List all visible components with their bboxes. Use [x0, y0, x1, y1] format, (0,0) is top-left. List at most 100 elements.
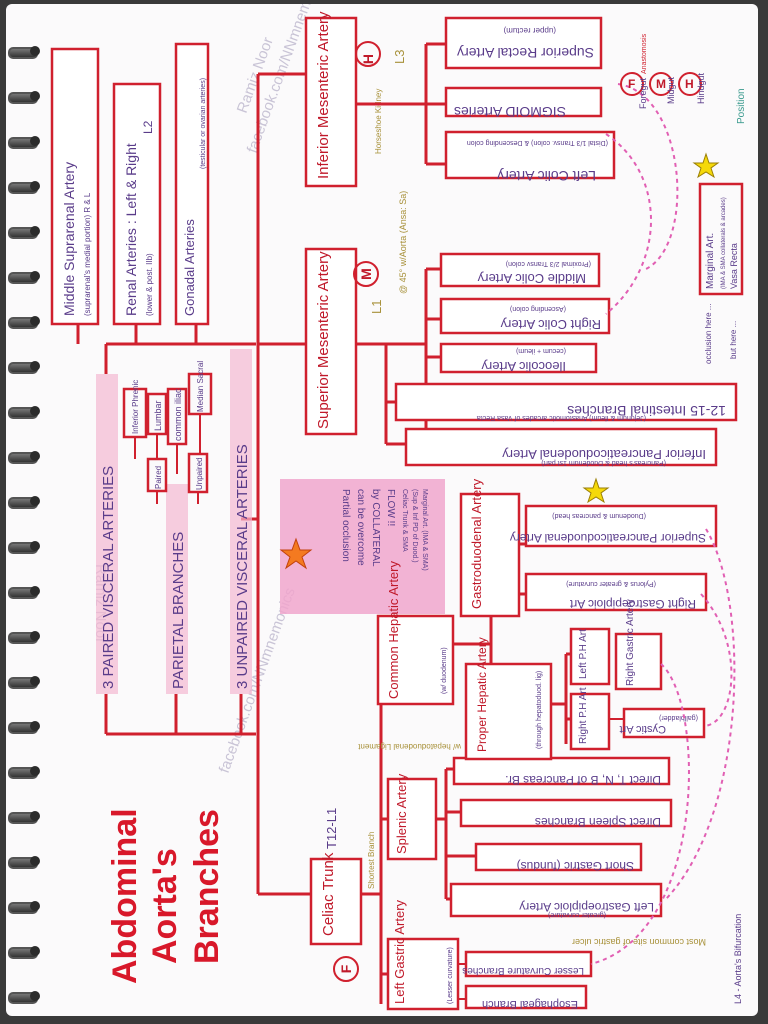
binding-ring	[8, 719, 48, 734]
celiac-name: Celiac Trunk	[320, 852, 337, 936]
renal-box	[112, 82, 162, 326]
left-gastric-box	[386, 937, 460, 1011]
renal-note: (lower & post. IIb)	[145, 253, 154, 316]
group-parietal: PARIETAL BRANCHES	[170, 532, 187, 689]
left-colic-box	[444, 130, 616, 180]
binding-ring	[8, 449, 48, 464]
middle-colic-box	[439, 252, 601, 288]
horseshoe-note: Horseshoe Kidney	[374, 89, 383, 154]
group-unpaired: 3 UNPAIRED VISCERAL ARTERIES	[234, 444, 251, 689]
right-colic-name: Right Colic Artery	[500, 317, 601, 332]
legend-m-circle	[649, 72, 673, 96]
middle-colic-name: Middle Colic Artery	[477, 271, 586, 286]
superior-pd-name: Superior Pancreaticoduodenal Artery	[510, 531, 706, 545]
intestinal-box	[394, 382, 738, 422]
left-gastroepiploic-box	[449, 882, 663, 918]
direct-spleen-box	[459, 798, 673, 828]
cystic-name: Cystic Art	[620, 723, 666, 735]
intestinal-note: (Jejunum & Ileum) Anastomotic arcades of…	[477, 414, 646, 421]
left-colic-name: Left Colic Artery	[497, 168, 596, 184]
binding-ring	[8, 314, 48, 329]
binding-ring	[8, 134, 48, 149]
middle-suprarenal-name: Middle Suprarenal Artery	[61, 162, 77, 316]
ileocolic-note: (cecum + ileum)	[516, 347, 566, 354]
sma-badge: M	[358, 268, 374, 280]
right-ph-name: Right P.H Art	[578, 687, 589, 744]
direct-tnb-box	[452, 756, 671, 786]
right-gastric-name: Right Gastric Artery	[625, 599, 636, 686]
group-stems	[104, 694, 243, 734]
hepatoduodenal-note: w/ hepatoduodenal Ligament	[357, 742, 462, 751]
legend-hindgut: Hindgut	[696, 72, 706, 104]
binding-ring	[8, 854, 48, 869]
binding-ring	[8, 539, 48, 554]
superior-rectal-note: (upper rectum)	[503, 26, 556, 35]
sma-note: @ 45° w/Aorta (Ansa: Sa)	[398, 191, 408, 294]
paired-stems	[76, 324, 198, 344]
inferior-pd-note: (Pancreas's head & Duodenum 1st part)	[541, 459, 666, 466]
binding-ring	[8, 89, 48, 104]
lesser-curvature-box	[464, 950, 593, 978]
parietal-bar	[166, 484, 188, 694]
sma-box	[304, 247, 358, 436]
sigmoid-name: SIGMOID Arteries	[454, 104, 566, 120]
anastomosis-loop-1	[605, 133, 652, 315]
binding-ring	[8, 764, 48, 779]
renal-level: L2	[141, 120, 155, 134]
notebook-page: .box{fill:none;stroke:#d0202e;stroke-wid…	[6, 4, 758, 1016]
ima-name: Inferior Mesenteric Artery	[315, 11, 332, 179]
right-colic-note: (Ascending colon)	[510, 305, 566, 312]
gastroduodenal-name: Gastroduodenal Artery	[469, 478, 484, 609]
anastomosis-loop-4	[665, 528, 736, 900]
title-line-2: Aorta's	[146, 848, 184, 964]
ima-branch-lines	[356, 42, 446, 166]
median-sacral: Median Sacral	[196, 361, 205, 412]
left-gastric-note: (Lesser curvature)	[447, 947, 454, 1004]
binding-ring	[8, 584, 48, 599]
anastomosis-loop-3	[700, 593, 733, 727]
legend-f-circle	[620, 72, 644, 96]
right-colic-box	[439, 297, 611, 335]
left-ph-box	[569, 627, 611, 686]
cystic-note: (gallbladder)	[659, 714, 698, 721]
splenic-name: Splenic Artery	[394, 773, 409, 854]
legend-anastomosis: Anastomosis	[641, 33, 648, 74]
collateral-1: Partial occlusion	[340, 489, 351, 562]
ileocolic-name: Ileocolic Artery	[481, 359, 566, 374]
legend-occlusion: occlusion here ...	[704, 304, 713, 364]
legend-bifurcation: L4 - Aorta's Bifurcation	[733, 914, 743, 1004]
common-iliac: common iliac	[173, 388, 183, 441]
star-icon	[279, 537, 313, 570]
proper-hepatic-box	[464, 662, 553, 761]
common-hepatic-lines	[453, 616, 493, 664]
sma-badge-circle	[353, 261, 379, 287]
group-paired: 3 PAIRED VISCERAL ARTERIES	[100, 466, 117, 689]
inferior-phrenic: Inferior Phrenic	[131, 380, 140, 434]
legend-f-letter: F	[628, 77, 635, 91]
parietal-unpaired: Unpaired	[195, 458, 204, 490]
gonadal-note: (testicular or ovarian arteries)	[200, 78, 207, 169]
left-gastric-links	[458, 963, 466, 1000]
right-gastroepiploic-name: Right Gastroepiploic Art	[569, 597, 696, 611]
unpaired-bar	[230, 349, 252, 694]
unpaired-branches	[258, 72, 311, 896]
collateral-note-bg	[280, 479, 445, 614]
binding-ring	[8, 494, 48, 509]
left-ph-name: Left P.H Art	[578, 629, 589, 679]
title-line-1: Abdominal	[106, 808, 144, 984]
binding-ring	[8, 899, 48, 914]
lesser-curvature-name: Lesser Curvature Branches	[462, 965, 584, 976]
anastomosis-loop-5	[590, 663, 690, 965]
splenic-branch-lines	[436, 767, 476, 901]
legend-vasa-recta: Vasa Recta	[729, 243, 739, 289]
binding-ring	[8, 44, 48, 59]
right-gastroepiploic-note: (Pylorus & greater curvature)	[566, 580, 656, 587]
common-hepatic-note: (w/ duodenum)	[441, 647, 448, 694]
ima-badge-circle	[355, 41, 381, 67]
intestinal-name: 12-15 Intestinal Branches	[567, 403, 726, 419]
esophageal-box	[464, 984, 588, 1010]
star-icon-3	[582, 477, 610, 504]
ima-level: L3	[392, 50, 407, 64]
superior-rectal-name: Superior Rectal Artery	[457, 45, 594, 61]
ileocolic-box	[439, 342, 598, 374]
